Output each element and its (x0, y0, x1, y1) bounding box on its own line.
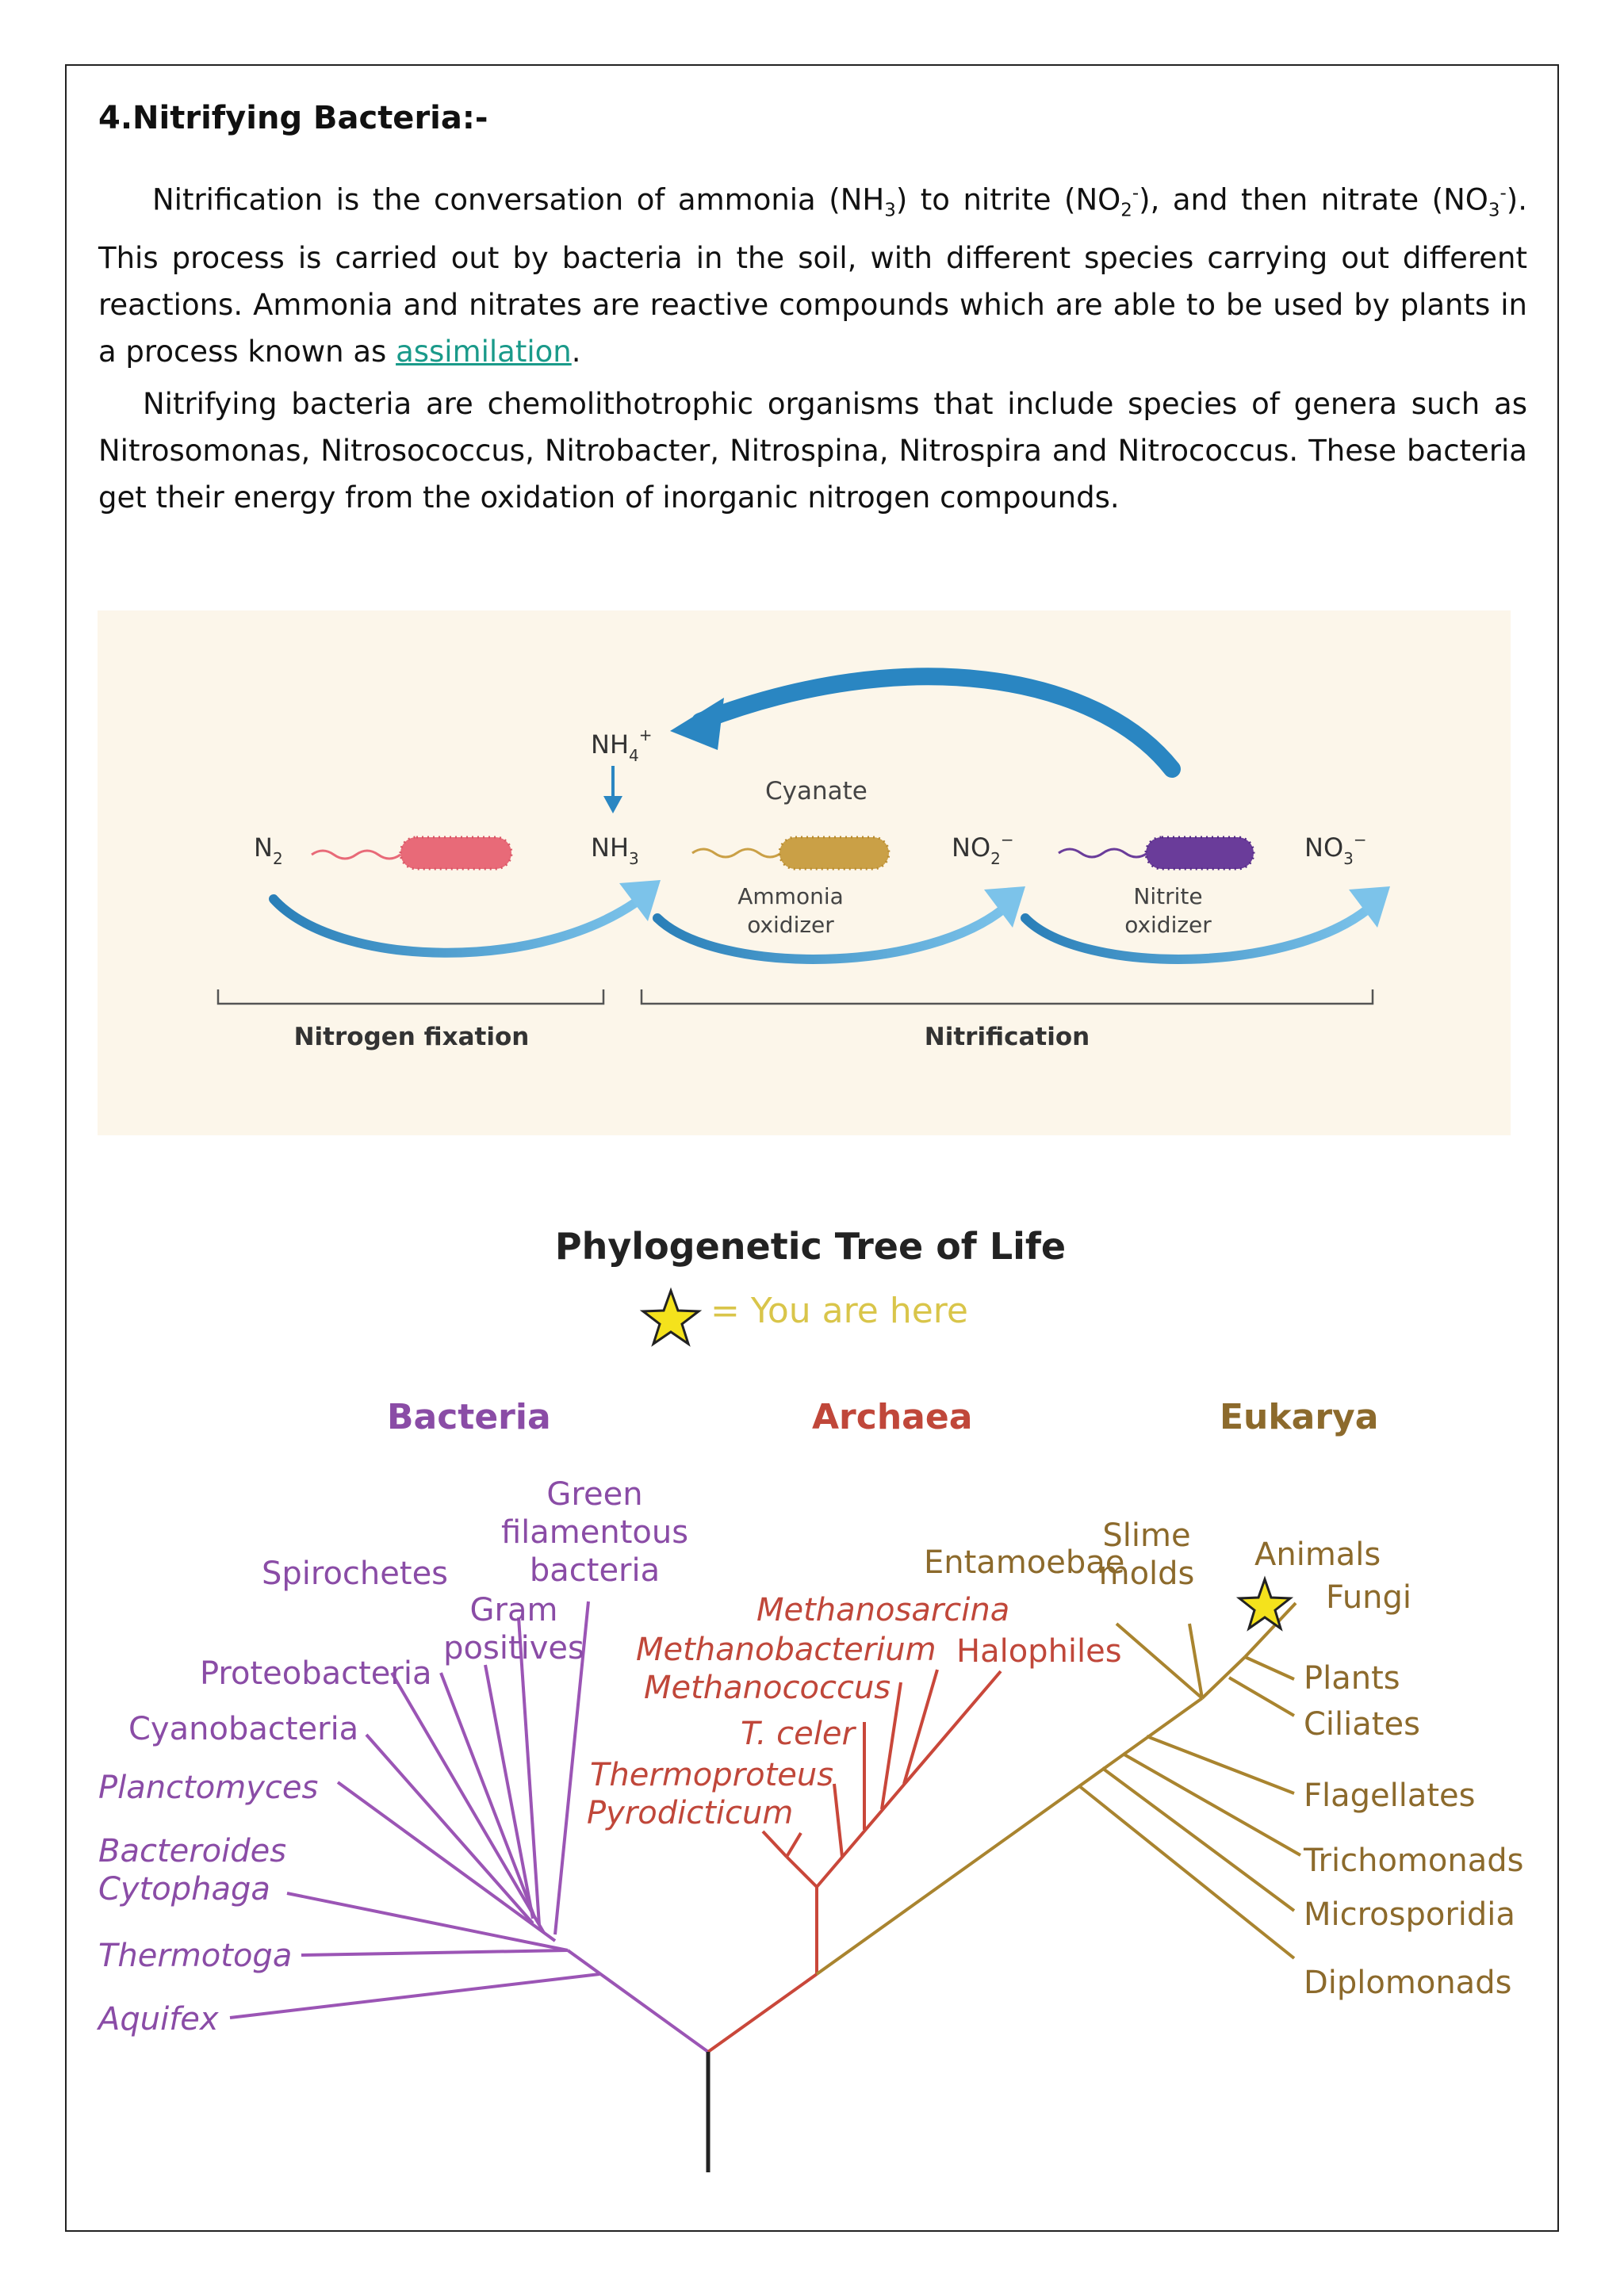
label-flagellates: Flagellates (1304, 1777, 1476, 1814)
label-methanococcus: Methanococcus (644, 1670, 891, 1706)
label-cyanobacteria: Cyanobacteria (128, 1711, 358, 1747)
you-are-here-star-icon (1235, 1575, 1294, 1632)
label-nitrification: Nitrification (925, 1023, 1090, 1051)
section-heading: 4.Nitrifying Bacteria:- (98, 100, 488, 136)
label-fungi: Fungi (1326, 1579, 1411, 1616)
paragraph-nitrifying-bacteria: Nitrifying bacteria are chemolithotrophi… (98, 387, 1527, 515)
label-trichomonads: Trichomonads (1303, 1843, 1523, 1879)
label-n2: N2 (254, 832, 283, 868)
text-span: ). This process is carried out by bacter… (98, 182, 1527, 369)
label-nitrite-oxidizer: oxidizer (1124, 912, 1212, 938)
label-gram: Gram (470, 1592, 558, 1628)
label-microsporidia: Microsporidia (1304, 1896, 1515, 1933)
label-ammonia-oxidizer: oxidizer (747, 912, 834, 938)
label-cyanate: Cyanate (765, 777, 868, 806)
label-methanosarcina: Methanosarcina (756, 1592, 1009, 1628)
paragraph-nitrification: Nitrification is the conversation of amm… (98, 170, 1527, 375)
label-proteobacteria: Proteobacteria (200, 1655, 431, 1692)
label-thermotoga: Thermotoga (98, 1938, 292, 1974)
label-planctomyces: Planctomyces (98, 1770, 318, 1806)
label-diplomonads: Diplomonads (1304, 1965, 1511, 2001)
ammonia-oxidation-arrow (653, 886, 1025, 964)
cyanate-to-ammonium-arrow (670, 668, 1181, 778)
subscript: 2 (1120, 200, 1132, 221)
page-frame (65, 64, 1559, 2232)
label-bacteroides: Bacteroides (98, 1833, 286, 1869)
tree-title: Phylogenetic Tree of Life (555, 1225, 1066, 1268)
label-nh3: NH3 (591, 832, 639, 868)
nitrogen-cycle-figure: NH4+ Cyanate N2 NH3 NO2− NO3− Ammonia ox… (98, 610, 1511, 1135)
label-spirochetes: Spirochetes (262, 1556, 448, 1592)
assimilation-link[interactable]: assimilation (396, 334, 572, 369)
subscript: 3 (884, 200, 896, 221)
label-aquifex: Aquifex (96, 2001, 219, 2038)
text-span: ) to nitrite (NO (895, 182, 1121, 217)
archaea-branches (707, 1669, 1002, 2053)
label-filamentous: filamentous (501, 1514, 688, 1551)
star-icon (639, 1287, 703, 1347)
label-nitrite: Nitrite (1133, 883, 1202, 909)
nitrite-oxidation-arrow (1021, 886, 1390, 964)
nitrite-oxidizer-bacterium (1058, 836, 1255, 871)
legend-text: = You are here (710, 1291, 968, 1331)
label-ciliates: Ciliates (1304, 1706, 1420, 1743)
nitrification-bracket (640, 989, 1374, 1005)
label-plants: Plants (1304, 1660, 1400, 1697)
superscript: - (1132, 183, 1139, 204)
domain-eukarya: Eukarya (1220, 1397, 1378, 1437)
label-nh4: NH4+ (591, 725, 653, 765)
label-halophiles: Halophiles (956, 1633, 1122, 1670)
label-pyrodicticum: Pyrodicticum (587, 1795, 793, 1831)
label-animals: Animals (1254, 1536, 1381, 1573)
down-arrow (603, 766, 622, 813)
bacteria-branches (229, 1601, 710, 2053)
label-slime: Slime (1102, 1517, 1190, 1554)
text-span: ), and then nitrate (NO (1139, 182, 1488, 217)
label-t-celer: T. celer (741, 1716, 856, 1752)
label-nitrogen-fixation: Nitrogen fixation (294, 1023, 530, 1051)
phylogenetic-tree-figure: Phylogenetic Tree of Life = You are here… (96, 1225, 1523, 2172)
label-bacteria: bacteria (530, 1552, 660, 1589)
nitrogen-fixation-bracket (216, 989, 605, 1005)
label-ammonia: Ammonia (737, 883, 844, 909)
superscript: - (1500, 183, 1507, 204)
subscript: 3 (1488, 200, 1500, 221)
text-span: . (571, 334, 581, 369)
label-thermoproteus: Thermoproteus (590, 1757, 833, 1793)
eukarya-branches (815, 1601, 1301, 1976)
fixation-arrow (269, 880, 661, 958)
nitrogen-fixing-bacterium (311, 836, 513, 871)
label-no2: NO2− (952, 830, 1014, 868)
domain-bacteria: Bacteria (387, 1397, 551, 1437)
label-cytophaga: Cytophaga (98, 1871, 270, 1908)
ammonia-oxidizer-bacterium (691, 836, 891, 871)
label-methanobacterium: Methanobacterium (636, 1632, 936, 1668)
label-no3: NO3− (1304, 830, 1367, 868)
label-entamoebae: Entamoebae (924, 1544, 1124, 1581)
label-positives: positives (443, 1630, 584, 1667)
label-molds: molds (1099, 1556, 1195, 1592)
text-span: Nitrification is the conversation of amm… (152, 182, 885, 217)
domain-archaea: Archaea (812, 1397, 972, 1437)
label-green: Green (546, 1476, 642, 1513)
